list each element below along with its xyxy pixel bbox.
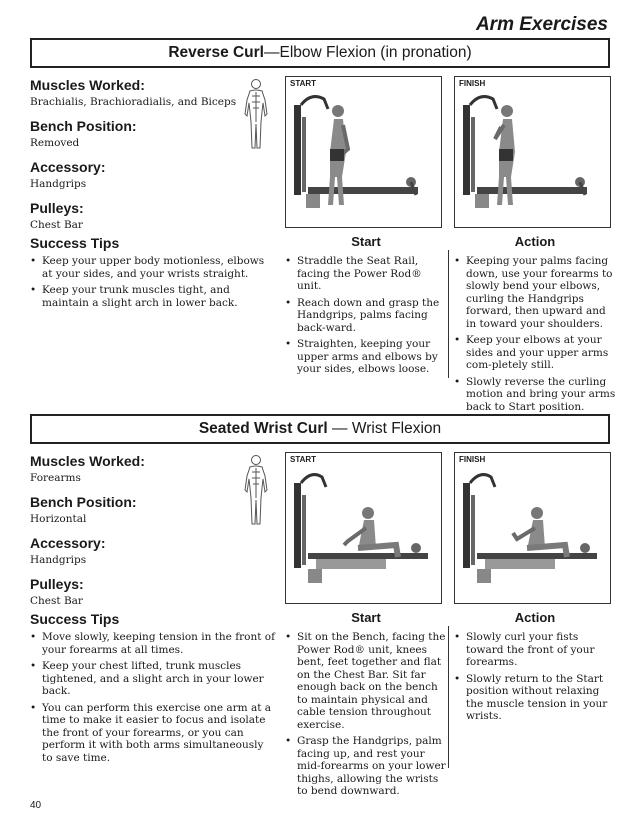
pulleys-value: Chest Bar bbox=[30, 219, 83, 231]
success-tips: Success Tips Keep your upper body motion… bbox=[30, 234, 275, 313]
page-number: 40 bbox=[30, 800, 42, 811]
muscle-figure-icon bbox=[244, 455, 268, 525]
success-tips-label: Success Tips bbox=[30, 235, 120, 251]
action-list: Keeping your palms facing down, use your… bbox=[454, 255, 616, 413]
finish-photo-label: FINISH bbox=[459, 455, 486, 464]
action-instructions: Action Slowly curl your fists toward the… bbox=[454, 610, 616, 727]
list-item: Slowly return to the Start position with… bbox=[454, 673, 616, 723]
exercise-section-reverse-curl: Reverse Curl—Elbow Flexion (in pronation… bbox=[30, 38, 615, 413]
column-divider bbox=[448, 626, 449, 768]
list-item: Keeping your palms facing down, use your… bbox=[454, 255, 616, 330]
start-instructions: Start Straddle the Seat Rail, facing the… bbox=[285, 234, 447, 380]
exercise-title-main: Reverse Curl bbox=[168, 44, 264, 61]
muscles-value: Forearms bbox=[30, 472, 81, 484]
start-list: Straddle the Seat Rail, facing the Power… bbox=[285, 255, 447, 376]
action-heading: Action bbox=[514, 234, 556, 249]
accessory-value: Handgrips bbox=[30, 178, 87, 190]
list-item: Grasp the Handgrips, palm facing up, and… bbox=[285, 735, 447, 798]
start-position-photo: START bbox=[285, 452, 442, 604]
exercise-title-separator: — bbox=[264, 44, 280, 61]
start-photo-label: START bbox=[290, 455, 317, 464]
exercise-section-seated-wrist-curl: Seated Wrist Curl — Wrist Flexion Muscle… bbox=[30, 414, 611, 797]
exercise-title-separator: — bbox=[327, 420, 352, 437]
muscles-label: Muscles Worked: bbox=[30, 453, 145, 469]
exercise-title: Seated Wrist Curl — Wrist Flexion bbox=[30, 414, 610, 444]
start-position-photo: START bbox=[285, 76, 442, 228]
pulleys-value: Chest Bar bbox=[30, 595, 83, 607]
list-item: Slowly reverse the curling motion and br… bbox=[454, 376, 616, 414]
list-item: You can perform this exercise one arm at… bbox=[30, 702, 275, 765]
list-item: Reach down and grasp the Handgrips, palm… bbox=[285, 297, 447, 335]
list-item: Keep your chest lifted, trunk muscles ti… bbox=[30, 660, 275, 698]
gym-machine-seated-illustration bbox=[463, 473, 597, 583]
accessory-label: Accessory: bbox=[30, 159, 106, 175]
bench-value: Horizontal bbox=[30, 513, 87, 525]
start-list: Sit on the Bench, facing the Power Rod® … bbox=[285, 631, 447, 798]
start-heading: Start bbox=[351, 234, 381, 249]
success-tips-list: Move slowly, keeping tension in the fron… bbox=[30, 631, 275, 764]
action-heading: Action bbox=[514, 610, 556, 625]
action-list: Slowly curl your fists toward the front … bbox=[454, 631, 616, 723]
list-item: Keep your elbows at your sides and your … bbox=[454, 334, 616, 372]
action-instructions: Action Keeping your palms facing down, u… bbox=[454, 234, 616, 417]
success-tips-list: Keep your upper body motionless, elbows … bbox=[30, 255, 275, 309]
list-item: Straighten, keeping your upper arms and … bbox=[285, 338, 447, 376]
accessory-label: Accessory: bbox=[30, 535, 106, 551]
bench-label: Bench Position: bbox=[30, 118, 137, 134]
exercise-title-main: Seated Wrist Curl bbox=[198, 420, 328, 437]
list-item: Slowly curl your fists toward the front … bbox=[454, 631, 616, 669]
start-photo-label: START bbox=[290, 79, 317, 88]
list-item: Move slowly, keeping tension in the fron… bbox=[30, 631, 275, 656]
exercise-details: Muscles Worked: Brachialis, Brachioradia… bbox=[30, 76, 240, 232]
page-header-title: Arm Exercises bbox=[475, 14, 608, 35]
start-heading: Start bbox=[351, 610, 381, 625]
pulleys-label: Pulleys: bbox=[30, 576, 84, 592]
exercise-title-subtitle: Wrist Flexion bbox=[351, 420, 442, 437]
exercise-title-subtitle: Elbow Flexion (in pronation) bbox=[279, 44, 472, 61]
column-divider bbox=[448, 250, 449, 378]
list-item: Sit on the Bench, facing the Power Rod® … bbox=[285, 631, 447, 731]
list-item: Keep your trunk muscles tight, and maint… bbox=[30, 284, 275, 309]
muscle-figure-icon bbox=[244, 79, 268, 149]
finish-photo-label: FINISH bbox=[459, 79, 486, 88]
finish-position-photo: FINISH bbox=[454, 452, 611, 604]
bench-label: Bench Position: bbox=[30, 494, 137, 510]
success-tips: Success Tips Move slowly, keeping tensio… bbox=[30, 610, 275, 768]
exercise-details: Muscles Worked: Forearms Bench Position:… bbox=[30, 452, 240, 608]
pulleys-label: Pulleys: bbox=[30, 200, 84, 216]
list-item: Straddle the Seat Rail, facing the Power… bbox=[285, 255, 447, 293]
gym-machine-seated-illustration bbox=[294, 473, 428, 583]
gym-machine-standing-illustration bbox=[463, 95, 587, 208]
list-item: Keep your upper body motionless, elbows … bbox=[30, 255, 275, 280]
muscles-label: Muscles Worked: bbox=[30, 77, 145, 93]
gym-machine-standing-illustration bbox=[294, 95, 418, 208]
success-tips-label: Success Tips bbox=[30, 611, 120, 627]
start-instructions: Start Sit on the Bench, facing the Power… bbox=[285, 610, 447, 802]
exercise-title: Reverse Curl—Elbow Flexion (in pronation… bbox=[30, 38, 610, 68]
finish-position-photo: FINISH bbox=[454, 76, 611, 228]
bench-value: Removed bbox=[30, 137, 80, 149]
accessory-value: Handgrips bbox=[30, 554, 87, 566]
muscles-value: Brachialis, Brachioradialis, and Biceps bbox=[30, 96, 237, 108]
